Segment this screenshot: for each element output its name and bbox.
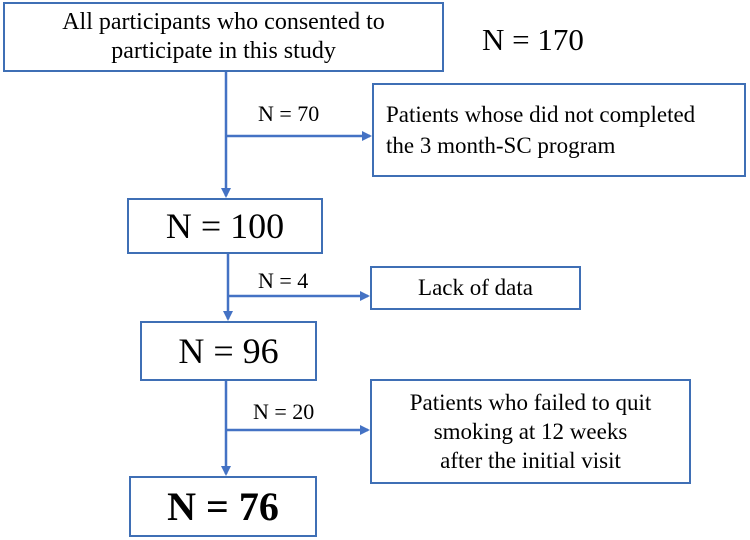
stage-label-100: N = 100: [165, 206, 285, 246]
participants-box: All participants who consented to partic…: [3, 2, 444, 72]
stage-box-96: N = 96: [140, 321, 317, 381]
final-stage-label: N = 76: [167, 484, 279, 529]
participants-text: All participants who consented to partic…: [62, 9, 385, 64]
exclusion-box-1: Patients whose did not completed the 3 m…: [372, 83, 746, 177]
exclusion-box-3: Patients who failed to quit smoking at 1…: [370, 379, 691, 484]
exclusion-reason-2: Lack of data: [418, 275, 533, 300]
exclusion-reason-1: Patients whose did not completed the 3 m…: [386, 102, 696, 158]
stage-box-100: N = 100: [127, 198, 323, 254]
total-count: N = 170: [482, 22, 584, 57]
final-stage-box: N = 76: [129, 476, 317, 537]
exclusion-count-2: N = 4: [258, 268, 309, 293]
exclusion-count-1: N = 70: [258, 101, 320, 126]
exclusion-reason-3: Patients who failed to quit smoking at 1…: [409, 390, 652, 473]
exclusion-box-2: Lack of data: [370, 266, 581, 310]
exclusion-count-3: N = 20: [253, 399, 315, 424]
stage-label-96: N = 96: [178, 331, 279, 371]
